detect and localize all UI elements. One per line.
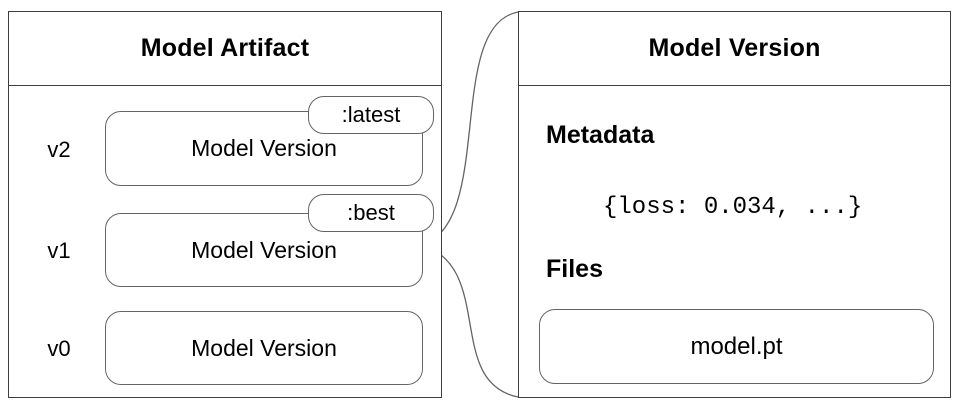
model-artifact-panel: Model Artifact :latest v2 Model Version … <box>8 11 442 398</box>
model-version-header: Model Version <box>519 12 950 86</box>
version-label-v0: v0 <box>47 336 71 361</box>
tag-badge-best-label: :best <box>347 200 395 225</box>
version-label-v1: v1 <box>47 238 71 263</box>
files-heading: Files <box>546 255 603 283</box>
model-artifact-header: Model Artifact <box>9 12 441 86</box>
model-version-panel: Model Version Metadata {loss: 0.034, ...… <box>518 11 951 398</box>
version-label-v2: v2 <box>47 137 71 162</box>
version-box-v1-label: Model Version <box>191 236 337 263</box>
model-artifact-title: Model Artifact <box>140 34 310 62</box>
metadata-value: {loss: 0.034, ...} <box>603 194 863 221</box>
version-box-v0: Model Version <box>105 311 423 385</box>
tag-badge-best: :best <box>308 194 434 232</box>
metadata-heading: Metadata <box>546 121 655 149</box>
tag-badge-latest-label: :latest <box>341 102 401 127</box>
version-box-v2-label: Model Version <box>191 135 337 161</box>
model-version-title: Model Version <box>648 34 821 62</box>
tag-badge-latest: :latest <box>308 96 434 134</box>
file-name-label: model.pt <box>690 332 783 360</box>
version-box-v0-label: Model Version <box>191 334 337 361</box>
file-box-model-pt: model.pt <box>539 309 934 384</box>
